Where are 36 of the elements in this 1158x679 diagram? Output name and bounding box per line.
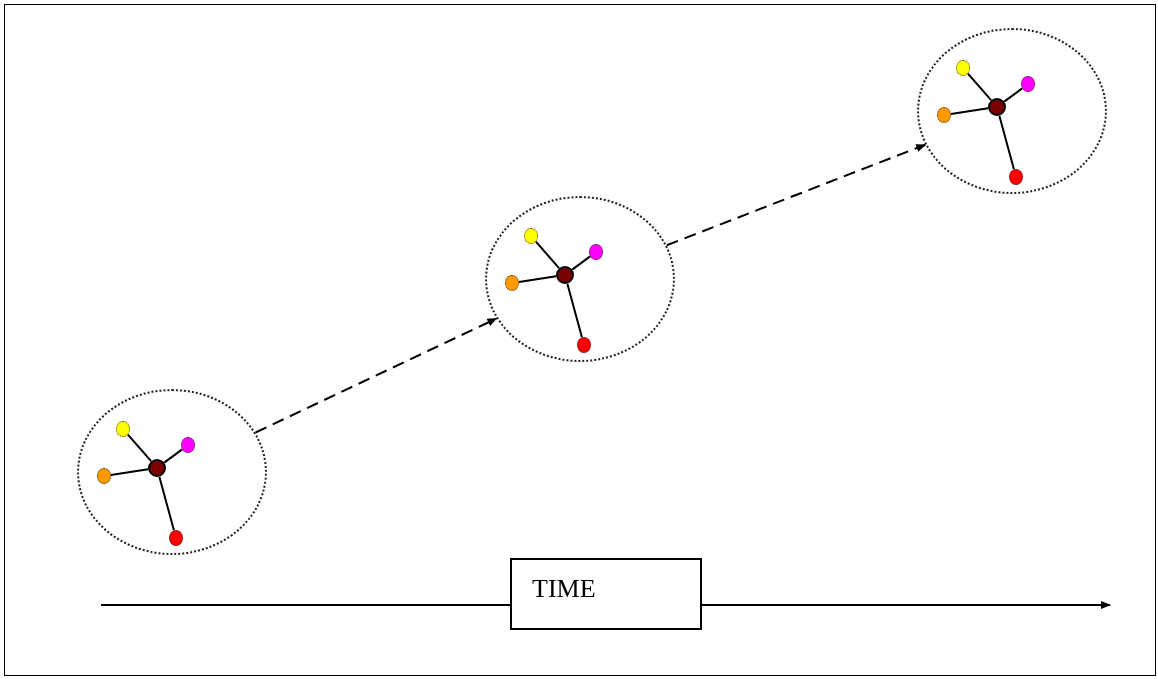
connector-line xyxy=(949,107,990,115)
satellite-dot xyxy=(1009,169,1023,185)
connector-line xyxy=(571,255,592,271)
satellite-dot xyxy=(577,337,591,353)
connector-line xyxy=(566,282,583,339)
connector-line xyxy=(163,448,184,464)
connector-line xyxy=(109,468,150,476)
satellite-dot xyxy=(505,275,519,291)
time-axis-line xyxy=(100,604,511,606)
satellite-dot xyxy=(937,107,951,123)
satellite-dot xyxy=(1021,76,1035,92)
satellite-dot xyxy=(956,60,970,76)
time-axis-line xyxy=(701,601,1111,609)
connector-line xyxy=(517,275,558,283)
connector-line xyxy=(158,475,175,532)
satellite-dot xyxy=(116,421,130,437)
center-dot xyxy=(988,98,1006,116)
dotted-ellipse xyxy=(917,28,1107,194)
label-box xyxy=(510,558,702,630)
connector-line xyxy=(966,72,993,102)
connector-line xyxy=(534,240,561,270)
connector-line xyxy=(998,114,1015,171)
satellite-dot xyxy=(169,530,183,546)
center-dot xyxy=(148,459,166,477)
dotted-ellipse xyxy=(485,196,675,362)
satellite-dot xyxy=(97,468,111,484)
connector-line xyxy=(126,433,153,463)
satellite-dot xyxy=(181,437,195,453)
axis-label: TIME xyxy=(532,574,596,603)
dotted-ellipse xyxy=(77,389,267,555)
connector-line xyxy=(1003,87,1024,103)
satellite-dot xyxy=(524,228,538,244)
dashed-arrow xyxy=(254,317,498,434)
dashed-arrow xyxy=(665,143,927,247)
center-dot xyxy=(556,266,574,284)
satellite-dot xyxy=(589,244,603,260)
